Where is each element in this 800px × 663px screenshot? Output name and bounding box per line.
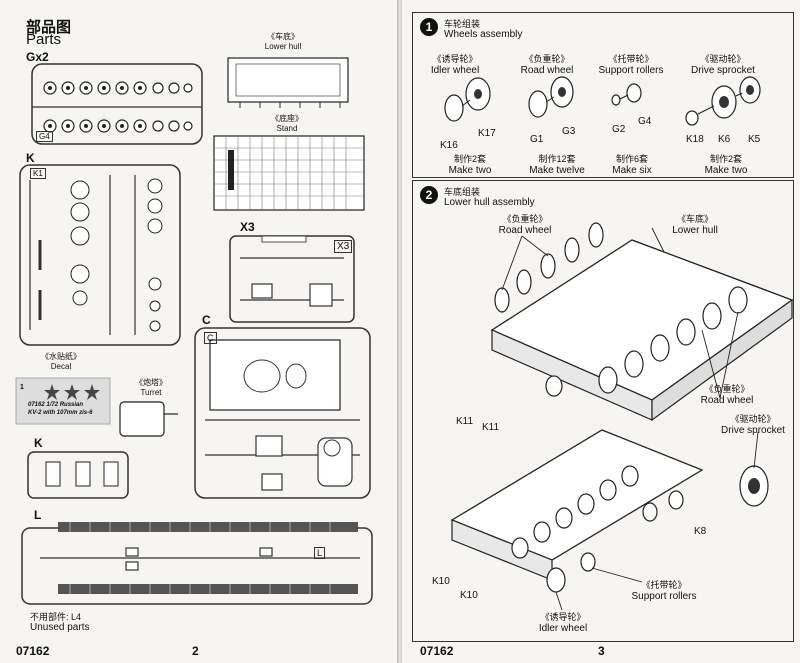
book-spine [397,0,403,663]
stand-label: 《底座》Stand [271,114,303,133]
road-wheel-callout: 《负重轮》Road wheel [498,214,552,236]
step-1-box [412,12,794,178]
part-g1: G1 [530,134,544,145]
decal-text-1: 07162 1/72 Russian [28,402,84,408]
support-rollers-callout: 《托带轮》Support rollers [631,580,697,602]
part-k17: K17 [478,128,496,139]
assembly-page: 1 车轮组装 Wheels assembly [402,0,800,663]
part-k10-a: K10 [432,576,450,587]
support-rollers-label: 《托带轮》Support rollers [598,54,664,76]
drive-sprocket-callout: 《驱动轮》Drive sprocket [721,414,785,436]
step-1-title-cn: 车轮组装 [444,19,481,29]
part-k11-b: K11 [482,422,500,433]
part-k11-a: K11 [456,416,474,427]
sprue-k2-label: K [34,436,43,450]
decal-label: 《水贴纸》Decal [41,352,81,371]
part-k16: K16 [440,140,458,151]
sprue-gx2-label: Gx2 [26,50,49,64]
part-g2: G2 [612,124,626,135]
c-tag: C [204,332,217,344]
step-2-box [412,180,794,642]
l-tag: L [314,547,326,559]
g4-tag: G4 [36,131,53,142]
unused-parts-cn: 不用部件: L4 [30,612,82,622]
step-2-title-cn: 车底组装 [444,187,481,197]
part-k8: K8 [694,526,707,537]
idler-wheel-label: 《诱导轮》Idler wheel [430,54,480,76]
lower-hull-label: 《车底》Lower hull [264,32,302,51]
parts-page: 部品图 Parts [0,0,398,663]
k1-tag: K1 [30,168,46,179]
part-g4: G4 [638,116,652,127]
decal-text-2: KV-2 with 107mm zis-6 [28,410,93,416]
step-2-number: 2 [420,186,438,204]
turret-label: 《炮塔》Turret [135,378,167,397]
parts-title-cn: 部品图 [26,19,72,36]
drive-sprocket-label: 《驱动轮》Drive sprocket [691,54,755,76]
decal-number: 1 [20,384,24,391]
part-k6: K6 [718,134,731,145]
part-k5: K5 [748,134,761,145]
idler-wheel-callout: 《诱导轮》Idler wheel [538,612,588,634]
assembly-drawings [444,76,794,611]
page-number-right: 3 [598,644,605,658]
sprue-c-label: C [202,313,211,327]
part-g3: G3 [562,126,576,137]
step-1-title-en: Wheels assembly [444,29,523,40]
step-1-number: 1 [420,18,438,36]
part-k18: K18 [686,134,704,145]
lower-hull-callout: 《车底》Lower hull [672,214,718,236]
parts-title-en: Parts [26,31,62,48]
sprue-x3-label: X3 [240,220,255,234]
unused-parts-en: Unused parts [30,622,90,633]
footer-code-right: 07162 [420,644,454,658]
sprue-l-label: L [34,508,42,522]
road-wheel-callout-2: 《负重轮》Road wheel [700,384,754,406]
sprue-drawings [15,57,373,605]
x3-tag: X3 [334,240,353,253]
step-2-title-en: Lower hull assembly [444,197,535,208]
page-number: 2 [192,644,199,658]
part-k10-b: K10 [460,590,478,601]
footer-code: 07162 [16,644,50,658]
sprue-k-label: K [26,151,35,165]
road-wheel-label: 《负重轮》Road wheel [520,54,574,76]
